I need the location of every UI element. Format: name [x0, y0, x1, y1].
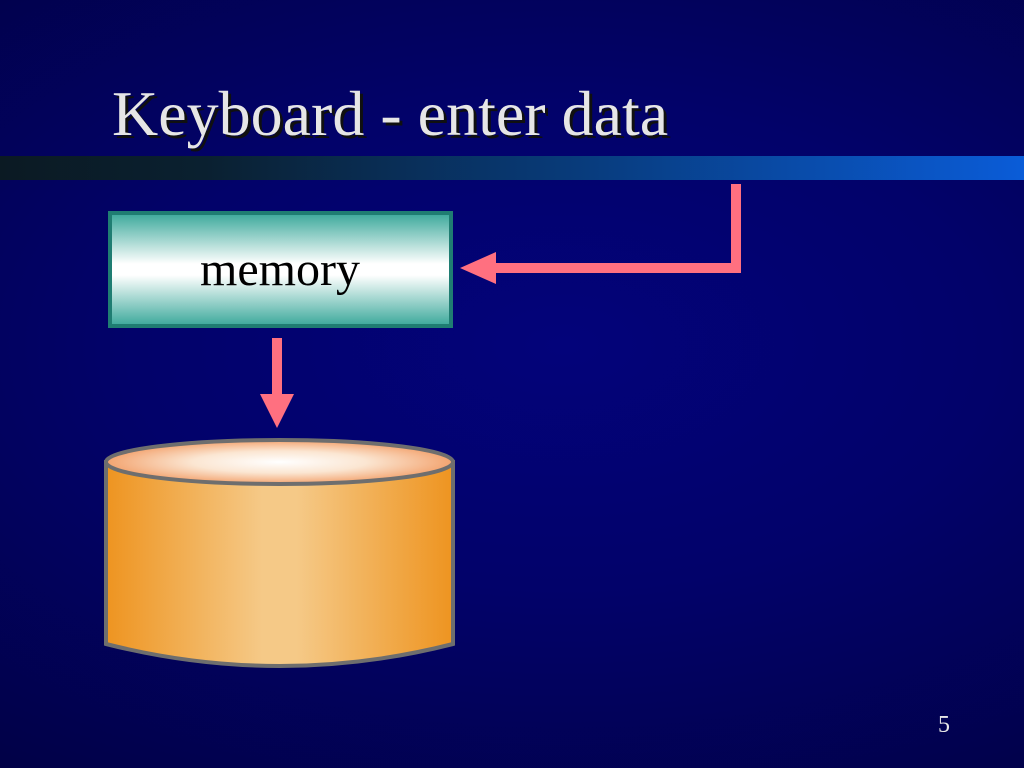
memory-label: memory — [200, 242, 360, 296]
memory-box — [108, 211, 453, 328]
memory-to-disk-arrow — [260, 338, 294, 428]
page-number: 5 — [938, 712, 950, 738]
keyboard-to-memory-arrow — [460, 184, 741, 284]
title-underline-bar — [0, 156, 1024, 180]
disk-storage-icon — [104, 438, 455, 668]
slide-title: Keyboard - enter data — [112, 78, 669, 149]
